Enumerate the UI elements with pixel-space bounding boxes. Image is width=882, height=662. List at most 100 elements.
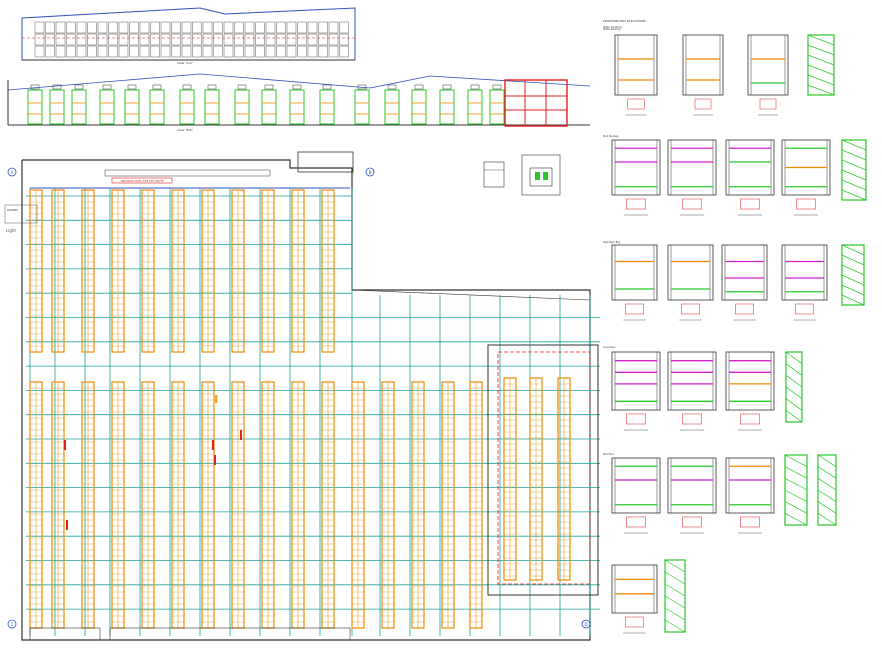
side-brace [817, 466, 837, 479]
bay-detail-panel [611, 564, 658, 634]
rack-panel [297, 21, 307, 34]
side-frame [817, 454, 837, 526]
rack-panel [108, 33, 118, 46]
elevation-cap [207, 84, 217, 90]
grid-marker-bottom-left: C [7, 619, 17, 629]
side-brace [784, 513, 808, 526]
rack-panel [139, 33, 150, 46]
bay-frame [721, 244, 768, 301]
rack-row [29, 381, 43, 629]
rack-panel [34, 33, 45, 46]
side-brace [841, 169, 867, 181]
side-brace [785, 398, 803, 411]
rack-panel [45, 21, 55, 34]
rack-panel [66, 33, 76, 46]
rack-panel [328, 33, 339, 46]
side-brace [807, 44, 835, 56]
rack-panel [255, 21, 265, 34]
bay-detail-panel [667, 351, 717, 431]
side-brace [841, 139, 867, 151]
elevation-rack [384, 89, 400, 125]
rack-row [261, 381, 275, 629]
rack-row [201, 189, 215, 353]
bay-frame [725, 457, 775, 514]
rack-panel [265, 21, 276, 34]
rack-panel [97, 33, 108, 46]
rack-panel [202, 21, 213, 34]
rack-panel [255, 33, 265, 46]
side-brace [785, 386, 803, 399]
rack-row [503, 377, 517, 581]
rack-row [291, 381, 305, 629]
side-brace [817, 478, 837, 491]
rack-row [51, 381, 65, 629]
detail-row-label: Pick Face [603, 453, 614, 456]
bay-tag [682, 413, 702, 425]
side-frame [841, 139, 867, 201]
elevation-cap [52, 84, 62, 90]
elevation-rack [261, 89, 277, 125]
elevation-rack [439, 89, 455, 125]
rack-row [231, 189, 245, 353]
bay-tag [681, 303, 700, 315]
rack-row [81, 381, 95, 629]
red-marker [212, 440, 214, 450]
side-brace [785, 351, 803, 364]
elevation-b-racks [27, 84, 505, 125]
elevation-cap [414, 84, 424, 90]
bay-detail-panel [611, 244, 658, 321]
rack-panel [129, 21, 139, 34]
rack-panel [213, 45, 223, 58]
detail-row-label: Bulk Storage [603, 135, 619, 138]
bay-tag [626, 516, 646, 528]
bay-frame [611, 457, 661, 514]
rack-panel [139, 45, 150, 58]
bay-tag [796, 198, 816, 210]
bay-detail-panel [614, 34, 658, 116]
grid-marker-top-left: A [7, 167, 17, 177]
bay-frame [611, 351, 661, 411]
bay-detail-panel [611, 457, 661, 534]
rack-panel [234, 33, 244, 46]
rack-panel [87, 45, 97, 58]
side-brace [807, 84, 835, 96]
rack-row [411, 381, 425, 629]
rack-panel [192, 33, 202, 46]
rack-panel [307, 21, 318, 34]
rack-panel [223, 33, 234, 46]
rack-row [291, 189, 305, 353]
rack-panel [297, 33, 307, 46]
side-brace [841, 244, 865, 256]
rack-row [111, 381, 125, 629]
rack-panel [66, 45, 76, 58]
rack-panel [97, 21, 108, 34]
rack-panel [150, 21, 160, 34]
elevation-rack [289, 89, 305, 125]
elevation-rack [71, 89, 87, 125]
bay-detail-panel [721, 244, 768, 321]
rack-rows [29, 189, 571, 629]
detail-row-label: Static Racking [603, 28, 621, 31]
svg-text:C: C [11, 622, 14, 627]
rack-panel [213, 33, 223, 46]
rack-panel [118, 21, 129, 34]
side-brace [664, 559, 686, 573]
rack-panel [192, 45, 202, 58]
grid-marker-top-mid: B [365, 167, 375, 177]
svg-text:D: D [584, 622, 587, 627]
side-view-panel [841, 244, 865, 306]
elevation-cap [237, 84, 247, 90]
elevation-rack [204, 89, 220, 125]
yellow-marker [215, 395, 218, 403]
details-subheading: Static Racking [603, 25, 622, 29]
bay-detail-panel [611, 139, 661, 216]
rack-row [529, 377, 543, 581]
elevation-cap [264, 84, 274, 90]
detail-sketch-2 [521, 154, 561, 196]
bay-frame [781, 244, 828, 301]
bay-frame [611, 139, 661, 196]
bay-frame [667, 244, 714, 301]
rack-panel [339, 21, 349, 34]
